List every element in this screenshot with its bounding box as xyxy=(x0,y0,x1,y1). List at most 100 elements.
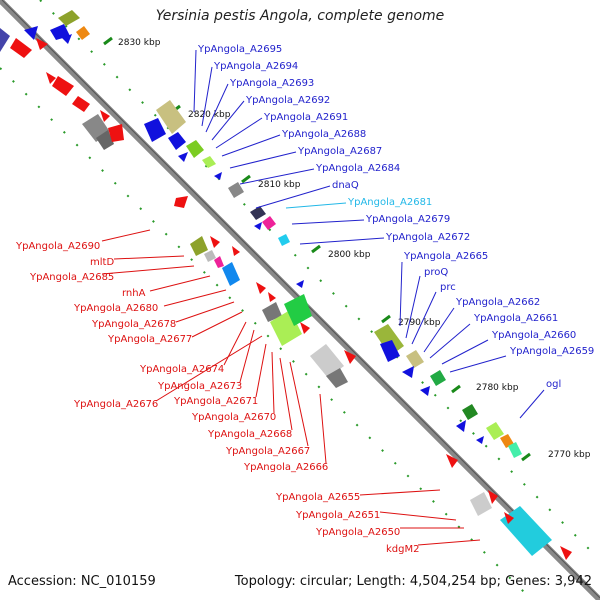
gene-label[interactable]: ogl xyxy=(546,379,561,390)
map-title: Yersinia pestis Angola, complete genome xyxy=(155,8,445,24)
gene-label[interactable]: kdgM2 xyxy=(386,544,419,555)
tick-mark xyxy=(103,36,113,46)
gene-feature xyxy=(254,222,262,230)
gene-label[interactable]: YpAngola_A2660 xyxy=(491,330,576,341)
gene-feature xyxy=(222,262,240,286)
gene-feature xyxy=(500,434,514,448)
gene-feature xyxy=(214,256,224,268)
outer-guide-track xyxy=(39,0,600,561)
forward-strand-genes xyxy=(50,10,522,458)
gene-feature xyxy=(210,236,220,248)
gene-label[interactable]: YpAngola_A2677 xyxy=(107,334,192,345)
leader-line xyxy=(175,301,235,323)
leader-line xyxy=(223,321,247,366)
forward-strand-arrows xyxy=(24,26,484,444)
gene-label[interactable]: YpAngola_A2650 xyxy=(315,527,400,538)
gene-feature xyxy=(214,172,222,180)
gene-feature xyxy=(504,512,514,524)
gene-label[interactable]: YpAngola_A2651 xyxy=(295,510,380,521)
coordinate-labels: 2830 kbp 2820 kbp 2810 kbp 2800 kbp 2790… xyxy=(118,38,591,460)
leader-line xyxy=(221,134,281,157)
tick-mark xyxy=(381,314,391,324)
gene-label[interactable]: YpAngola_A2693 xyxy=(229,78,314,89)
gene-feature xyxy=(52,76,74,96)
gene-feature xyxy=(202,156,216,168)
gene-label[interactable]: YpAngola_A2681 xyxy=(347,197,432,208)
gene-label[interactable]: YpAngola_A2674 xyxy=(139,364,224,375)
leader-line xyxy=(289,361,309,447)
gene-label[interactable]: YpAngola_A2670 xyxy=(191,412,276,423)
forward-gene-labels: YpAngola_A2695 YpAngola_A2694 YpAngola_A… xyxy=(197,44,594,390)
coordinate-label: 2830 kbp xyxy=(118,38,161,48)
gene-label[interactable]: YpAngola_A2680 xyxy=(73,303,158,314)
gene-label[interactable]: YpAngola_A2678 xyxy=(91,319,176,330)
leader-line xyxy=(399,261,403,327)
gene-feature xyxy=(36,38,48,50)
gene-label[interactable]: YpAngola_A2694 xyxy=(213,61,298,72)
gene-feature xyxy=(462,404,478,420)
leader-line xyxy=(215,117,263,149)
gene-feature xyxy=(268,292,276,302)
gene-label[interactable]: YpAngola_A2676 xyxy=(73,399,158,410)
gene-label[interactable]: YpAngola_A2690 xyxy=(15,241,100,252)
gene-label[interactable]: prc xyxy=(440,282,456,293)
gene-feature xyxy=(486,422,504,440)
leader-line xyxy=(379,511,457,521)
leader-line xyxy=(113,255,185,260)
gene-label[interactable]: YpAngola_A2692 xyxy=(245,95,330,106)
gene-label[interactable]: YpAngola_A2662 xyxy=(455,297,540,308)
gene-label[interactable]: YpAngola_A2688 xyxy=(281,129,366,140)
reverse-gene-labels: YpAngola_A2690 mltD YpAngola_A2685 rnhA … xyxy=(15,241,419,555)
gene-label[interactable]: YpAngola_A2695 xyxy=(197,44,282,55)
gene-label[interactable]: YpAngola_A2691 xyxy=(263,112,348,123)
tick-mark xyxy=(451,384,461,394)
leader-line xyxy=(271,351,275,414)
gene-label[interactable]: YpAngola_A2665 xyxy=(403,251,488,262)
gene-label[interactable]: rnhA xyxy=(122,288,146,299)
gene-label[interactable]: YpAngola_A2672 xyxy=(385,232,470,243)
gene-feature xyxy=(560,546,572,560)
gene-feature xyxy=(190,236,208,256)
gene-label[interactable]: YpAngola_A2668 xyxy=(207,429,292,440)
coordinate-label: 2790 kbp xyxy=(398,318,441,328)
leader-line xyxy=(417,539,481,546)
leader-line xyxy=(229,151,297,169)
gene-feature xyxy=(326,368,348,388)
gene-feature xyxy=(296,280,304,288)
forward-leader-lines xyxy=(193,49,545,419)
gene-feature xyxy=(0,28,10,52)
gene-feature xyxy=(58,10,80,26)
gene-feature xyxy=(144,118,166,142)
leader-line xyxy=(319,393,327,464)
coordinate-label: 2810 kbp xyxy=(258,180,301,190)
gene-label[interactable]: dnaQ xyxy=(332,180,359,191)
gene-label[interactable]: YpAngola_A2666 xyxy=(243,462,328,473)
coordinate-label: 2780 kbp xyxy=(476,383,519,393)
gene-label[interactable]: YpAngola_A2679 xyxy=(365,214,450,225)
gene-label[interactable]: YpAngola_A2655 xyxy=(275,492,360,503)
gene-label[interactable]: proQ xyxy=(424,267,448,278)
gene-label[interactable]: mltD xyxy=(90,257,114,268)
gene-feature xyxy=(76,26,90,40)
leader-line xyxy=(205,83,229,133)
gene-feature xyxy=(262,302,282,322)
gene-feature xyxy=(278,234,290,246)
gene-label[interactable]: YpAngola_A2671 xyxy=(173,396,258,407)
gene-feature xyxy=(344,350,356,364)
gene-label[interactable]: YpAngola_A2673 xyxy=(157,381,242,392)
gene-feature xyxy=(476,436,484,444)
leader-line xyxy=(193,49,197,113)
gene-label[interactable]: YpAngola_A2667 xyxy=(225,446,310,457)
leader-line xyxy=(291,219,365,225)
gene-label[interactable]: YpAngola_A2685 xyxy=(29,272,114,283)
reverse-leader-lines xyxy=(101,229,481,546)
gene-label[interactable]: YpAngola_A2684 xyxy=(315,163,400,174)
gene-feature xyxy=(10,38,32,58)
gene-label[interactable]: YpAngola_A2661 xyxy=(473,313,558,324)
leader-line xyxy=(163,289,227,307)
gene-feature xyxy=(156,100,186,134)
genome-summary-text: Topology: circular; Length: 4,504,254 bp… xyxy=(234,574,592,589)
gene-label[interactable]: YpAngola_A2687 xyxy=(297,146,382,157)
gene-label[interactable]: YpAngola_A2659 xyxy=(509,346,594,357)
tick-mark xyxy=(241,174,251,184)
